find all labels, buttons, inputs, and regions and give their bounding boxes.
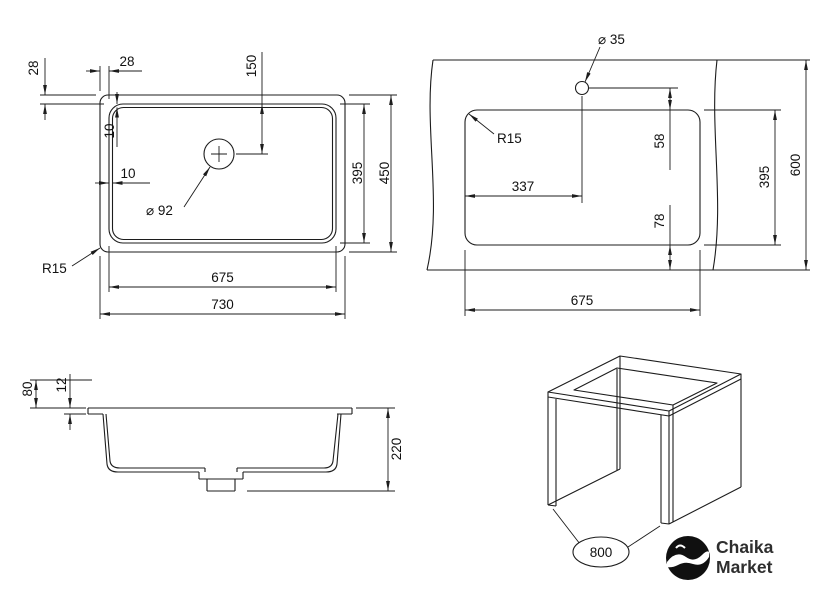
dim-faucet-to-cutout: 58 bbox=[589, 87, 678, 170]
dim-bowl-width-label: 675 bbox=[211, 270, 234, 285]
dim-balloon-oval bbox=[572, 536, 630, 568]
countertop-break-left bbox=[426, 59, 434, 271]
sink-bowl-bottom-edge bbox=[111, 106, 334, 241]
cutout-outline bbox=[464, 109, 701, 246]
drain-fitting bbox=[198, 472, 244, 492]
cabinet-frame-lower-edges bbox=[547, 378, 742, 417]
dim-overall-height: 220 bbox=[247, 407, 404, 492]
sink-outline bbox=[99, 94, 346, 253]
bowl-inner-left bbox=[105, 413, 205, 469]
dim-faucet-from-left-label: 337 bbox=[512, 179, 535, 194]
drain-opening-edges bbox=[204, 468, 238, 472]
label-drain-diameter: ⌀ 92 bbox=[146, 166, 211, 218]
dim-overall-height-label: 220 bbox=[389, 438, 404, 461]
cabinet-top-frame-inner bbox=[573, 367, 718, 406]
dim-edge-gap-vertical: 10 bbox=[102, 92, 119, 147]
dim-edge-gap-horizontal: 10 bbox=[95, 166, 150, 185]
logo-text-line2: Market bbox=[716, 557, 773, 577]
dim-rim-height-label: 80 bbox=[20, 381, 35, 396]
dim-cutout-to-front-label: 78 bbox=[652, 213, 667, 228]
faucet-hole bbox=[574, 80, 590, 96]
bowl-outer-left bbox=[102, 413, 199, 473]
dim-rim-offset-top-label: 28 bbox=[119, 54, 134, 69]
dim-rim-thickness: 12 bbox=[54, 374, 86, 430]
dim-drain-from-top-label: 150 bbox=[244, 55, 259, 78]
dim-rim-offset-top: 28 bbox=[86, 54, 142, 99]
brand-logo: Chaika Market bbox=[666, 536, 774, 580]
label-corner-radius-cutout: R15 bbox=[468, 113, 522, 146]
dim-overall-depth-label: 450 bbox=[377, 162, 392, 185]
dim-cutout-depth: 395 bbox=[704, 109, 781, 246]
cabinet-frame-corner-edges bbox=[547, 356, 742, 416]
countertop-outline bbox=[426, 59, 810, 271]
label-faucet-diameter: ⌀ 35 bbox=[584, 32, 625, 83]
dim-overall-depth: 450 bbox=[349, 94, 397, 253]
logo-wave-shape bbox=[667, 551, 709, 568]
dim-edge-gap-h-label: 10 bbox=[120, 166, 135, 181]
dim-faucet-to-cutout-label: 58 bbox=[652, 133, 667, 148]
drain-center-mark bbox=[211, 146, 227, 162]
dim-drain-from-top: 150 bbox=[236, 52, 268, 155]
dim-cutout-depth-label: 395 bbox=[757, 166, 772, 189]
dim-rim-offset-left-label: 28 bbox=[26, 60, 41, 75]
bowl-inner-right bbox=[237, 413, 339, 469]
dim-rim-height: 80 bbox=[20, 379, 92, 409]
drain-hole bbox=[203, 138, 235, 170]
dim-edge-gap-v-label: 10 bbox=[102, 123, 117, 138]
faucet-diameter-label: ⌀ 35 bbox=[598, 32, 625, 47]
logo-gull-shape bbox=[675, 544, 686, 549]
corner-radius-cutout-label: R15 bbox=[497, 131, 522, 146]
dim-overall-width: 730 bbox=[99, 256, 346, 319]
corner-radius-plan-label: R15 bbox=[42, 261, 67, 276]
countertop-break-right bbox=[712, 59, 719, 271]
rim-profile bbox=[87, 408, 353, 415]
dim-faucet-from-left: 337 bbox=[465, 96, 583, 203]
chaika-logo-icon bbox=[666, 536, 710, 580]
sink-section-outline bbox=[87, 407, 353, 492]
view-top-plan: 730 675 450 395 28 28 bbox=[26, 52, 397, 319]
logo-text-line1: Chaika bbox=[716, 537, 774, 557]
sink-bowl-top-edge bbox=[108, 103, 337, 244]
bowl-outer-right bbox=[243, 413, 342, 473]
label-corner-radius-plan: R15 bbox=[42, 247, 101, 276]
sink-outer-rim bbox=[99, 94, 346, 253]
cabinet-top-frame-outer bbox=[547, 355, 742, 412]
dim-cutout-width: 675 bbox=[464, 250, 701, 316]
dim-bowl-depth-label: 395 bbox=[350, 162, 365, 185]
dim-counter-depth: 600 bbox=[788, 60, 808, 270]
cabinet-left-panel bbox=[547, 361, 621, 507]
dim-rim-thickness-label: 12 bbox=[54, 377, 69, 392]
dim-cutout-width-label: 675 bbox=[571, 293, 594, 308]
cabinet-right-panel bbox=[660, 379, 742, 525]
dim-bowl-width: 675 bbox=[108, 246, 337, 292]
dim-cabinet-width-balloon: 800 bbox=[552, 508, 661, 568]
view-cabinet-isometric: 800 bbox=[547, 355, 742, 568]
dim-cabinet-width-label: 800 bbox=[590, 545, 613, 560]
view-cutout: ⌀ 35 R15 337 58 78 395 bbox=[426, 32, 810, 316]
view-section: 80 12 220 bbox=[20, 374, 404, 492]
dim-bowl-depth: 395 bbox=[340, 103, 370, 244]
drain-diameter-label: ⌀ 92 bbox=[146, 203, 173, 218]
dim-overall-width-label: 730 bbox=[211, 297, 234, 312]
cabinet-outline bbox=[547, 355, 742, 525]
dim-rim-offset-left: 28 bbox=[26, 58, 104, 120]
dim-counter-depth-label: 600 bbox=[788, 154, 803, 177]
dim-cutout-to-front: 78 bbox=[652, 205, 672, 270]
